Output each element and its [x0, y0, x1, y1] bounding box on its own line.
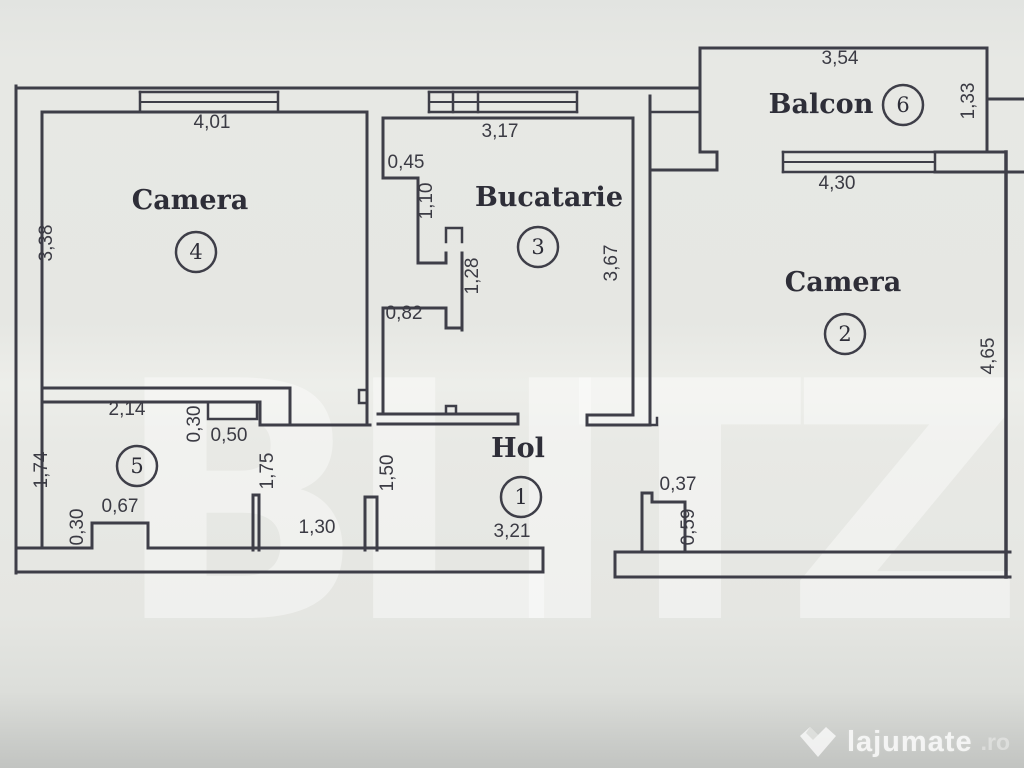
lajumate-logo: lajumate .ro [797, 724, 1010, 760]
room-number: 2 [838, 322, 851, 346]
dimension-label: 0,50 [211, 425, 248, 446]
wall-line [14, 521, 545, 574]
dimension-label: 0,82 [386, 303, 423, 324]
wall-line [698, 150, 719, 172]
dimension-label: 1,10 [416, 183, 437, 220]
wall-line [251, 493, 261, 552]
room-number-circle [823, 312, 867, 356]
room-number: 5 [130, 454, 143, 478]
room-number: 1 [514, 485, 527, 509]
room-label: Bucatarie [475, 182, 623, 213]
dimension-label: 0,59 [678, 509, 699, 546]
dimension-label: 0,30 [67, 509, 88, 546]
logo-brand-text: lajumate [846, 725, 973, 758]
dimension-label: 3,67 [601, 245, 622, 282]
dimension-label: 1,30 [299, 517, 336, 538]
room-number-circle [174, 230, 218, 274]
room-number-circle [516, 225, 560, 269]
dimension-label: 3,38 [36, 225, 57, 262]
wall-line [376, 412, 520, 426]
dimension-label: 4,30 [819, 173, 856, 194]
dimension-label: 1,75 [257, 453, 278, 490]
dimension-label: 4,01 [194, 112, 231, 133]
dimension-label: 3,21 [494, 521, 531, 542]
watermark-letter: T [577, 312, 804, 696]
wall-line [648, 416, 659, 427]
wall-line [444, 306, 464, 330]
dimension-label: 4,65 [978, 338, 999, 375]
room-number: 6 [896, 93, 909, 117]
logo-tld-text: .ro [980, 728, 1010, 755]
room-label: Balcon [769, 89, 874, 120]
room-label: Camera [132, 185, 248, 216]
watermark-letter: B [114, 312, 366, 696]
wall-line [381, 176, 448, 265]
dimension-label: 0,37 [660, 474, 697, 495]
wall-line [258, 386, 292, 427]
dimension-label: 3,54 [822, 48, 859, 69]
wall-line [640, 491, 687, 554]
wall-line [444, 404, 458, 416]
dimension-label: 1,33 [958, 83, 979, 120]
watermark-letter: Z [785, 312, 1024, 696]
wall-line [357, 388, 369, 405]
watermark-letter: I [499, 312, 622, 696]
room-number-circle [115, 444, 159, 488]
dimension-label: 1,28 [462, 258, 483, 295]
dimension-label: 3,17 [482, 121, 519, 142]
dimension-label: 0,45 [388, 152, 425, 173]
dimension-label: 1,50 [377, 455, 398, 492]
room-number-circle [499, 475, 543, 519]
dimension-label: 2,14 [109, 399, 146, 420]
wall-line [363, 495, 379, 552]
room-number-circle [881, 83, 925, 127]
room-number: 3 [531, 235, 544, 259]
w-heart-icon [799, 727, 836, 757]
room-label: Camera [785, 267, 901, 298]
wall-line [206, 400, 259, 421]
dimension-label: 0,67 [102, 496, 139, 517]
dimension-label: 1,74 [31, 451, 52, 488]
wall-line [444, 226, 464, 244]
dimension-label: 0,30 [184, 406, 205, 443]
room-number: 4 [189, 240, 202, 264]
room-label: Hol [491, 433, 545, 464]
